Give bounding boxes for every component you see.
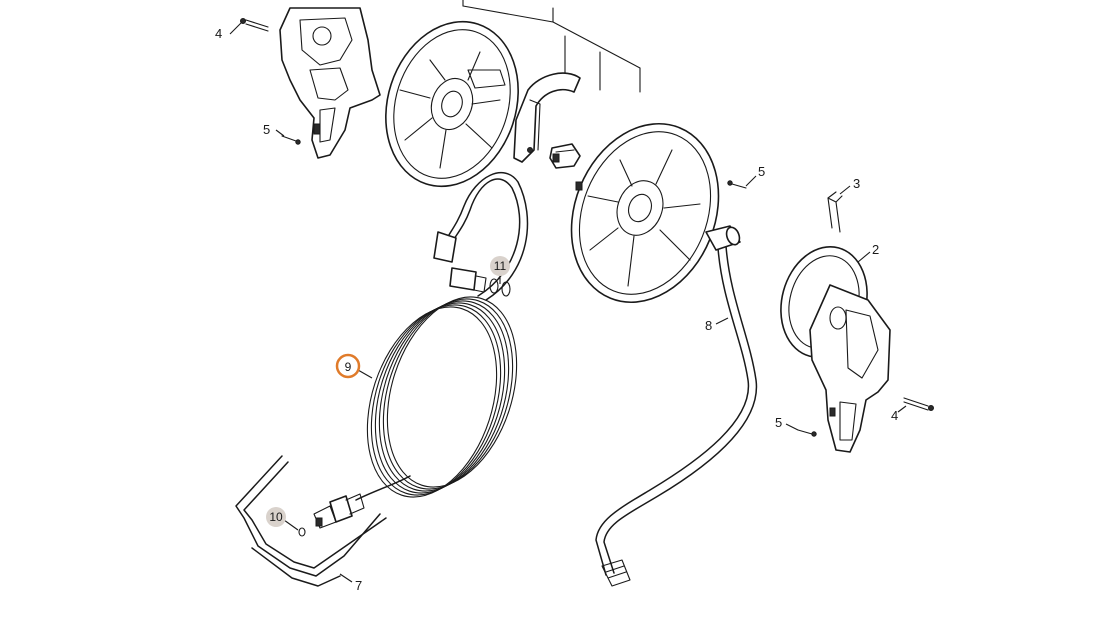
staple-clip-part[interactable] <box>827 191 843 233</box>
screw-part[interactable] <box>240 18 269 32</box>
callout-5[interactable]: 5 <box>775 415 782 430</box>
callout-11-bubble[interactable]: 11 <box>490 256 510 276</box>
screw-part[interactable] <box>903 397 934 411</box>
right-bracket-part[interactable] <box>769 237 891 453</box>
callout-10: 10 <box>269 510 283 524</box>
assembly-tree-lines <box>462 0 641 93</box>
screw-part[interactable] <box>727 180 747 189</box>
callout-4[interactable]: 4 <box>891 408 898 423</box>
clip-part[interactable] <box>549 143 581 169</box>
callout-11: 11 <box>494 259 507 273</box>
reel-flange-right-part[interactable] <box>546 101 745 324</box>
left-bracket-part[interactable] <box>279 7 381 159</box>
brake-shoe-part[interactable] <box>513 72 581 163</box>
screw-part[interactable] <box>281 135 301 145</box>
callout-9-bubble[interactable]: 9 <box>335 353 361 379</box>
swivel-tube-part[interactable] <box>595 225 758 587</box>
hose-coil-part[interactable] <box>313 171 539 529</box>
callout-4[interactable]: 4 <box>215 26 222 41</box>
callout-7[interactable]: 7 <box>355 578 362 593</box>
callout-8[interactable]: 8 <box>705 318 712 333</box>
callout-10-bubble[interactable]: 10 <box>266 507 286 527</box>
hose-guide-part[interactable] <box>235 455 387 587</box>
callout-3[interactable]: 3 <box>853 176 860 191</box>
o-ring-part[interactable] <box>298 527 306 537</box>
screw-part[interactable] <box>797 429 817 437</box>
leader-lines <box>229 21 907 583</box>
callout-9: 9 <box>345 360 352 374</box>
callout-2[interactable]: 2 <box>872 242 879 257</box>
reel-flange-left-part[interactable] <box>365 4 539 203</box>
callout-5[interactable]: 5 <box>758 164 765 179</box>
callout-5[interactable]: 5 <box>263 122 270 137</box>
